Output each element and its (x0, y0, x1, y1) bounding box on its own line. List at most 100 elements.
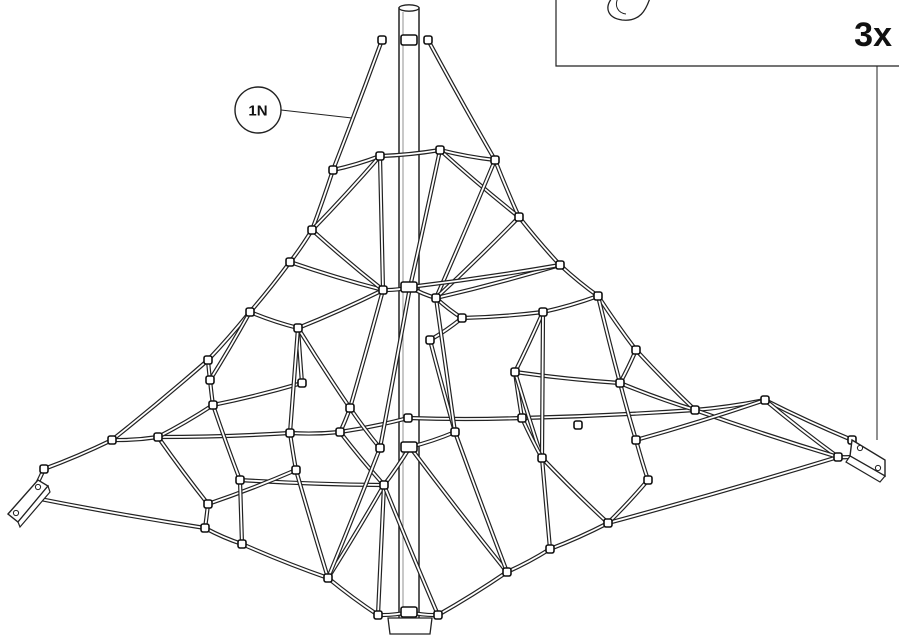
rope-connector (379, 480, 389, 490)
rope-connector (545, 544, 555, 554)
rope-connector (514, 212, 524, 222)
rope-segment-core (597, 295, 637, 351)
anchor-plate-left (6, 479, 51, 529)
rope-connector (107, 435, 117, 445)
rope-connector (203, 355, 213, 365)
rope-segment-core (407, 417, 523, 420)
rope-connector (631, 345, 641, 355)
rope-segment-core (635, 399, 766, 441)
pole-clamp (400, 281, 418, 293)
rope-segment-core (506, 548, 551, 573)
rope-connector (435, 145, 445, 155)
rope-segment-core (409, 446, 508, 573)
rope-segment-core (327, 484, 385, 579)
rope-connector (328, 165, 338, 175)
part-callout: 1N (234, 86, 353, 134)
rope-connector (39, 464, 49, 474)
rope-segment-core (541, 311, 544, 459)
rope-segment-core (327, 577, 379, 616)
rope-net (27, 37, 867, 618)
rope-segment-core (541, 457, 551, 550)
rope-connector (285, 257, 295, 267)
rope-segment-core (332, 39, 383, 171)
rope-connector (537, 453, 547, 463)
rope-connector (335, 427, 345, 437)
rope-segment-core (619, 382, 637, 441)
rope-segment-core (379, 155, 384, 291)
rope-connector (833, 452, 843, 462)
rope-segment-core (379, 286, 411, 449)
quantity-label: 3x (854, 16, 892, 54)
callout-label: 1N (248, 103, 267, 120)
rope-connector (291, 465, 301, 475)
rope-segment-core (597, 295, 621, 384)
rope-connector (245, 307, 255, 317)
pole-clamp (400, 606, 418, 618)
rope-segment-core (111, 359, 209, 441)
rope-connector (490, 155, 500, 165)
rope-segment-core (619, 349, 637, 384)
rope-connector (377, 35, 387, 45)
rope-connector (378, 285, 388, 295)
rope-segment-core (207, 469, 297, 505)
rope-segment-core (311, 229, 384, 291)
rope-connector (615, 378, 625, 388)
rope-connector (205, 375, 215, 385)
rope-connector (425, 335, 435, 345)
rope-connector (307, 225, 317, 235)
rope-segment-core (297, 289, 384, 329)
rope-segment-core (157, 404, 214, 438)
rope-segment-core (327, 447, 381, 579)
rope-connector (375, 151, 385, 161)
rope-connector (293, 323, 303, 333)
rope-segment-core (409, 149, 441, 288)
rope-segment-core (209, 311, 251, 381)
rope-connector (345, 403, 355, 413)
detail-box: 3x (555, 0, 899, 440)
rope-connector (450, 427, 460, 437)
anchor-plate-right (845, 438, 886, 483)
rope-segment-core (43, 439, 113, 470)
rope-segment-core (559, 264, 599, 297)
pole-clamp (400, 441, 418, 453)
rope-segment-core (339, 417, 409, 433)
rope-segment-core (461, 311, 544, 319)
rope-segment-core (437, 571, 508, 616)
rope-connector (237, 539, 247, 549)
rope-connector (502, 567, 512, 577)
rope-connector (373, 610, 383, 620)
rope-segment-core (289, 261, 384, 291)
rope-segment-core (635, 349, 696, 411)
rope-segment-core (295, 469, 329, 579)
rope-segment-core (289, 229, 313, 263)
rope-segment-core (349, 289, 384, 409)
rope-segment-core (619, 382, 696, 411)
rope-segment-core (429, 317, 463, 341)
rope-connector (538, 307, 548, 317)
rope-connector (235, 475, 245, 485)
rope-segment-core (157, 436, 209, 505)
rope-connector (517, 413, 527, 423)
central-pole (398, 4, 420, 631)
rope-connector (457, 313, 467, 323)
rope-segment-core (607, 456, 839, 524)
rope-connector (375, 443, 385, 453)
rope-segment-core (311, 155, 381, 231)
rope-connector (510, 367, 520, 377)
callout-leader-line (280, 109, 353, 119)
callout-circle (234, 86, 282, 134)
rope-segment-core (514, 371, 621, 384)
rope-connector (603, 518, 613, 528)
anchor-bracket-detail-icon (607, 0, 650, 21)
rope-segment-core (518, 216, 561, 266)
rope-segment-core (549, 522, 609, 550)
rope-segment-core (241, 543, 329, 579)
rope-connector (555, 260, 565, 270)
rope-connector (153, 432, 163, 442)
rope-segment-core (289, 327, 299, 434)
rope-connector (573, 420, 583, 430)
rope-connector (285, 428, 295, 438)
rope-segment-core (439, 149, 520, 218)
rope-segment-core (764, 399, 839, 458)
anchor-plate-front (387, 617, 433, 635)
